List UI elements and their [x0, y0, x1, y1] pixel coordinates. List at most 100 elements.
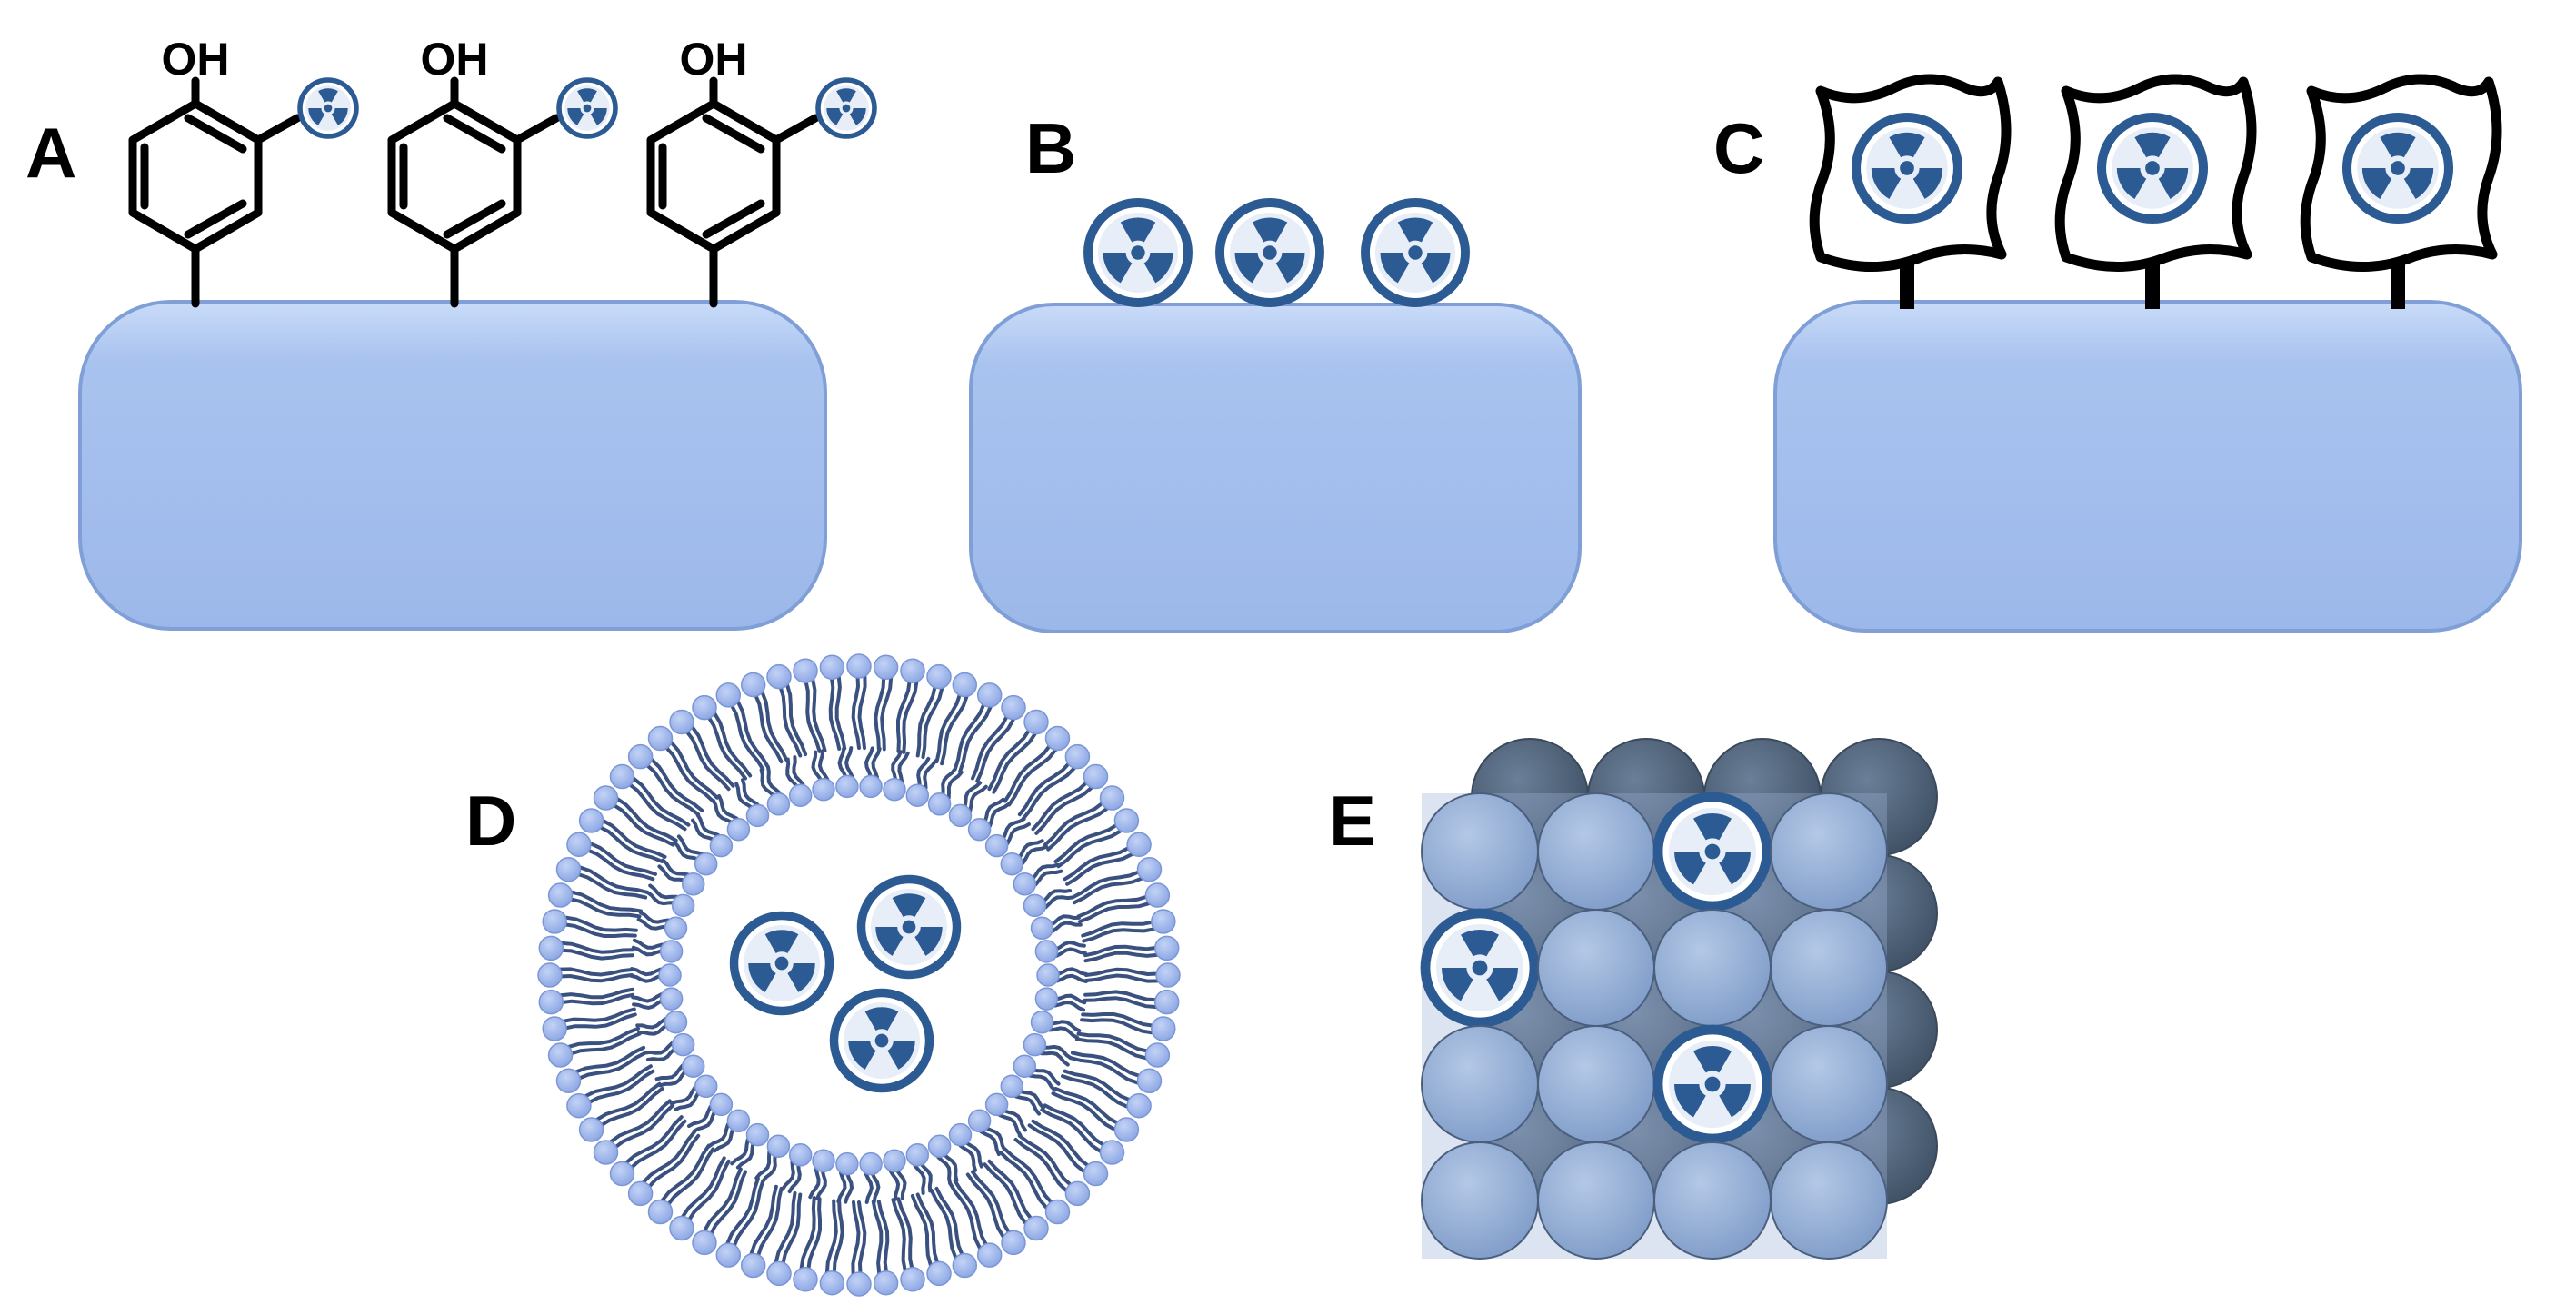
lipid-head — [976, 682, 1003, 708]
lipid-head — [846, 653, 872, 679]
lipid-tail — [754, 1186, 784, 1269]
lipid-tail — [774, 1190, 797, 1275]
lipid-head — [681, 1054, 705, 1078]
lipid-tail — [806, 1197, 822, 1282]
lipid-tail — [774, 675, 803, 758]
lipid-head — [984, 1092, 1009, 1117]
lipid-head — [819, 1270, 845, 1296]
lipid-tail — [880, 665, 894, 752]
lattice-atom — [1537, 1141, 1655, 1260]
lipid-head — [669, 709, 694, 735]
lipid-head — [1000, 852, 1024, 876]
lipid-tail — [1081, 915, 1165, 938]
lipid-head — [883, 777, 906, 802]
panel-a-phenol-2: OH — [392, 34, 615, 304]
lipid-tail — [910, 1194, 938, 1277]
isotope-icon — [2347, 117, 2449, 219]
lipid-tail — [953, 1179, 995, 1256]
lipid-tail — [915, 1192, 944, 1275]
lipid-tail — [1040, 1108, 1113, 1158]
lipid-head — [1064, 1180, 1091, 1207]
lipid-head — [1030, 1010, 1054, 1034]
lipid-head — [593, 1140, 619, 1165]
lipid-tail — [1007, 739, 1063, 807]
lipid-tail — [1070, 1051, 1153, 1080]
lipid-head — [900, 1267, 925, 1292]
lipid-head — [1001, 694, 1026, 721]
lipid-tail — [799, 1196, 816, 1281]
lipid-head — [948, 1122, 973, 1147]
lipid-tail — [1031, 772, 1095, 832]
lattice-atom — [1770, 1141, 1888, 1260]
lipid-tail — [824, 1199, 838, 1285]
lipid-tail — [891, 1198, 911, 1282]
lipid-head — [1034, 940, 1059, 963]
lipid-head — [1151, 909, 1176, 934]
lipid-head — [766, 663, 792, 690]
lipid-head — [1083, 763, 1109, 790]
lattice-atom — [1537, 1025, 1655, 1143]
lipid-tail — [1083, 942, 1169, 958]
panel-a-oh-label-1: OH — [162, 34, 230, 85]
lipid-tail — [1063, 1069, 1143, 1104]
lipid-head — [1044, 725, 1071, 752]
panel-d-label: D — [465, 781, 516, 861]
lipid-head — [1099, 1140, 1125, 1165]
lipid-head — [1155, 962, 1181, 988]
lipid-head — [671, 893, 695, 918]
lipid-head — [926, 663, 952, 690]
lipid-tail — [635, 757, 701, 817]
lipid-tail — [940, 683, 971, 766]
lipid-tail — [921, 675, 944, 760]
lipid-tail — [553, 1012, 637, 1035]
lattice-atom — [1537, 909, 1655, 1027]
lattice-atom — [1421, 792, 1539, 911]
lipid-head — [976, 1242, 1003, 1268]
lipid-tail — [987, 718, 1035, 792]
lipid-head — [664, 1010, 688, 1034]
lipid-head — [1144, 882, 1171, 908]
lipid-head — [812, 1149, 835, 1173]
lipid-head — [1036, 963, 1060, 987]
lipid-head — [694, 852, 718, 876]
lipid-head — [659, 940, 684, 963]
panel-c: C — [1713, 79, 2522, 633]
liposome-bilayer — [537, 653, 1181, 1297]
lattice-atom — [1537, 792, 1655, 911]
lipid-tail — [929, 1188, 964, 1269]
lipid-tail — [565, 871, 648, 900]
lipid-head — [859, 774, 883, 799]
lipid-head — [537, 962, 563, 988]
lipid-head — [1023, 1215, 1049, 1241]
isotope-icon — [2102, 117, 2203, 219]
lipid-tail — [623, 772, 691, 827]
lipid-tail — [999, 1151, 1057, 1217]
lipid-tail — [1043, 792, 1113, 847]
lipid-tail — [747, 683, 784, 764]
lipid-tail — [1076, 890, 1159, 919]
lipid-head — [846, 1271, 872, 1297]
panel-a-oh-label-2: OH — [421, 34, 489, 85]
lipid-tail — [557, 1026, 640, 1054]
lipid-head — [788, 1143, 813, 1167]
lipid-head — [793, 658, 818, 683]
lipid-tail — [971, 703, 1013, 781]
lipid-tail — [948, 1181, 988, 1259]
lattice-atom — [1653, 1141, 1772, 1260]
panel-a-phenol-3: OH — [651, 34, 874, 304]
lipid-tail — [641, 752, 704, 812]
lipid-tail — [705, 1170, 747, 1247]
lipid-head — [681, 872, 705, 896]
panel-c-carrier — [1773, 300, 2522, 633]
lipid-head — [542, 1016, 567, 1041]
lipid-head — [692, 694, 717, 721]
lipid-tail — [747, 1184, 778, 1267]
lipid-head — [715, 682, 742, 708]
lipid-tail — [934, 1186, 971, 1267]
lipid-tail — [661, 733, 719, 800]
lipid-tail — [1083, 996, 1169, 1010]
lipid-head — [1083, 1161, 1109, 1187]
lipid-tail — [874, 665, 886, 751]
lipid-head — [566, 1092, 592, 1119]
